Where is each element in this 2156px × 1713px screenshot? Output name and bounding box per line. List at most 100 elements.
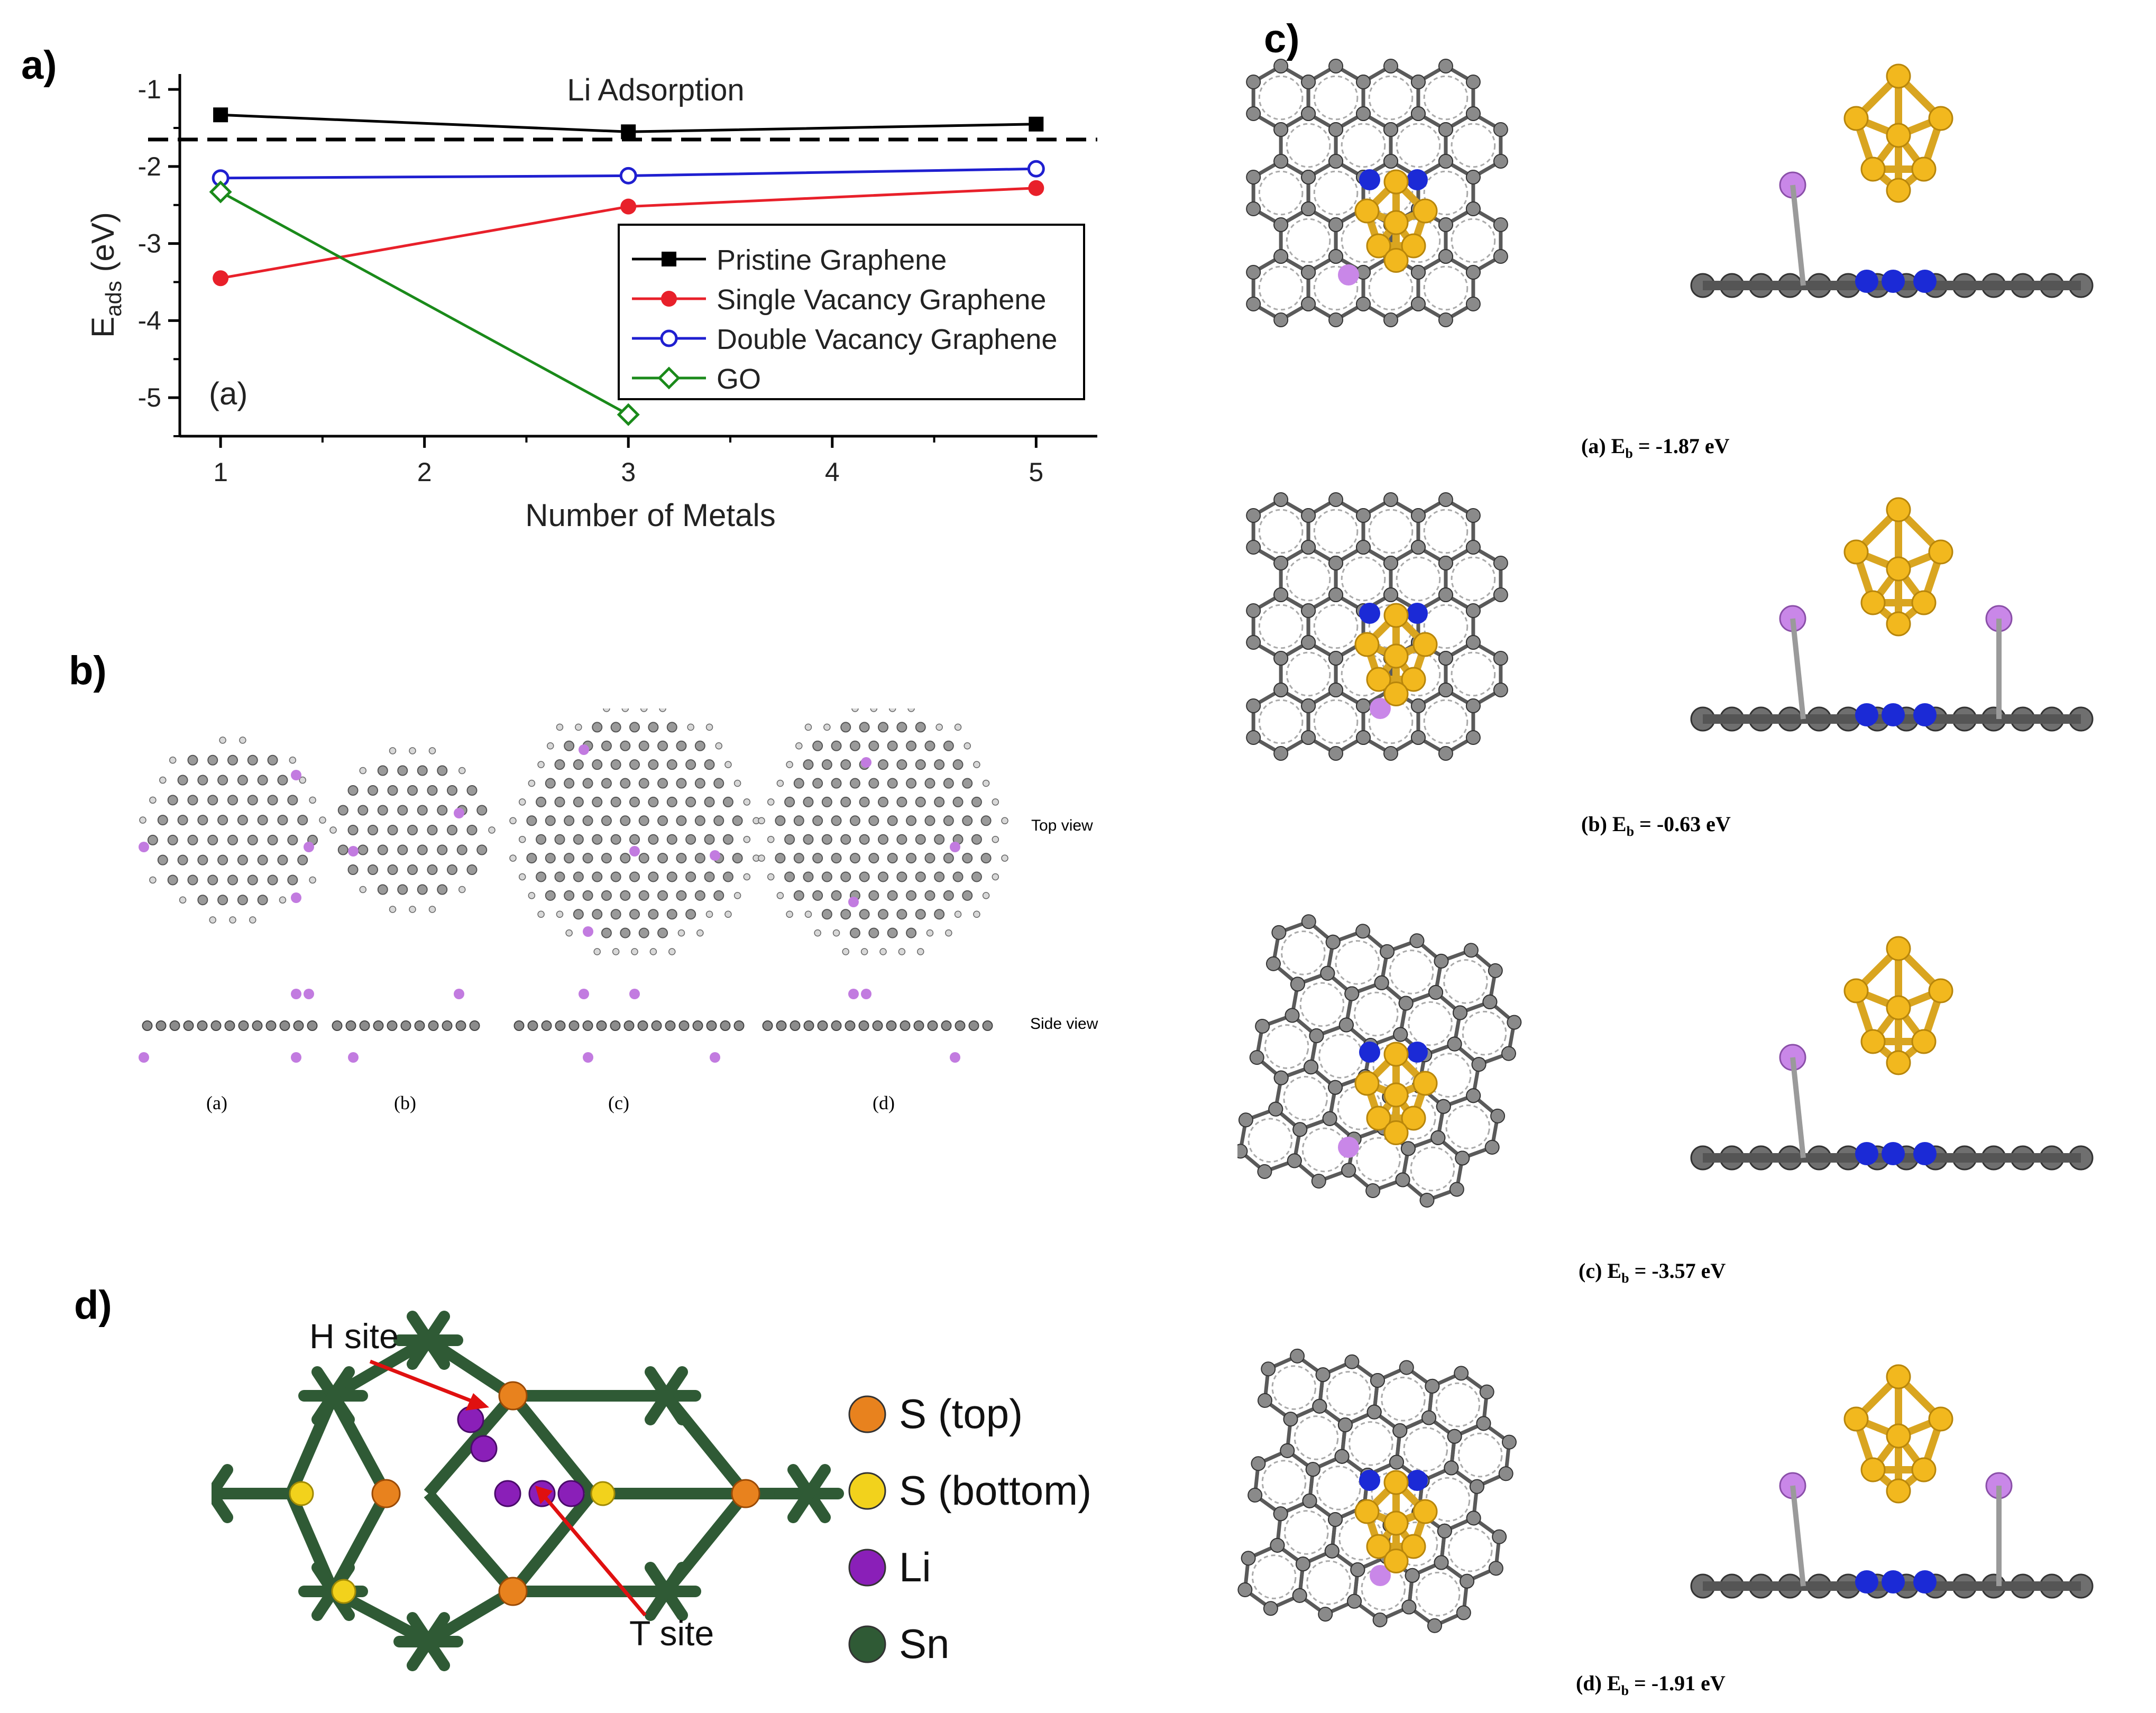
carbon-atom <box>849 778 860 789</box>
carbon-atom <box>1438 249 1453 264</box>
hydrogen-atom <box>1001 854 1008 862</box>
carbon-atom <box>638 815 649 826</box>
carbon-atom <box>971 834 982 845</box>
hydrogen-atom <box>758 817 765 825</box>
carbon-atom <box>1465 635 1481 650</box>
hydrogen-atom <box>743 835 751 843</box>
hydrogen-atom <box>389 906 397 913</box>
hydrogen-atom <box>139 816 146 824</box>
li-atom-top <box>710 850 720 861</box>
carbon-atom <box>943 815 954 826</box>
hydrogen-atom <box>677 929 685 937</box>
carbon-atom <box>793 853 804 864</box>
carbon-atom <box>287 874 298 886</box>
caption-c-c-e: E <box>1607 1259 1622 1283</box>
aromatic-ring <box>1353 991 1399 1037</box>
carbon-atom <box>915 834 926 845</box>
li-atom-top <box>139 842 149 852</box>
nitrogen-atom-side <box>1882 1570 1905 1594</box>
carbon-atom <box>217 854 228 865</box>
carbon-atom <box>1438 217 1453 232</box>
carbon-atom <box>943 853 954 864</box>
aromatic-ring <box>1396 123 1441 168</box>
sn-s-bond <box>508 1392 597 1497</box>
carbon-atom <box>849 853 860 864</box>
hydrogen-atom <box>518 835 526 843</box>
h-site-label: H site <box>309 1316 399 1356</box>
carbon-atom <box>1290 977 1305 992</box>
aromatic-ring <box>1316 1466 1361 1511</box>
aromatic-ring <box>1443 959 1488 1004</box>
side-atom <box>252 1020 263 1031</box>
y-axis-label-sub: ads <box>101 281 126 317</box>
carbon-atom <box>1273 1506 1288 1522</box>
carbon-atom <box>887 927 898 938</box>
carbon-atom <box>1273 249 1289 264</box>
h-site-arrow <box>369 1359 480 1406</box>
carbon-atom <box>227 795 238 806</box>
carbon-atom <box>915 722 926 733</box>
hydrogen-atom <box>705 910 713 918</box>
side-atom <box>831 1020 842 1031</box>
carbon-atom <box>906 927 917 938</box>
carbon-atom <box>906 853 917 864</box>
carbon-atom <box>347 825 359 835</box>
carbon-atom <box>1246 297 1261 311</box>
hydrogen-atom <box>565 929 573 937</box>
carbon-atom <box>1434 1555 1449 1570</box>
nitrogen-atom-side <box>1913 1570 1937 1594</box>
aromatic-ring <box>1423 265 1469 311</box>
hydrogen-atom <box>556 910 564 918</box>
carbon-atom <box>694 890 705 901</box>
carbon-atom <box>1434 953 1449 969</box>
carbon-atom <box>1246 170 1261 185</box>
data-point-s0-0 <box>213 107 228 123</box>
carbon-atom <box>915 871 926 882</box>
li-atom-side <box>583 1052 593 1063</box>
aromatic-ring <box>1251 1554 1297 1599</box>
legend-box <box>618 224 1085 400</box>
carbon-atom <box>1380 944 1395 959</box>
carbon-atom <box>1328 1080 1343 1095</box>
carbon-atom <box>1301 297 1316 311</box>
sn-atom <box>645 1562 688 1621</box>
carbon-atom <box>924 815 935 826</box>
carbon-atom <box>1493 651 1508 666</box>
carbon-atom <box>582 853 593 864</box>
carbon-atom <box>915 796 926 807</box>
carbon-atom <box>1309 1028 1324 1044</box>
hydrogen-atom <box>488 826 496 834</box>
carbon-atom <box>1305 1462 1320 1477</box>
gold-atom <box>1383 248 1409 273</box>
hydrogen-atom <box>898 948 906 955</box>
carbon-atom <box>1405 1568 1420 1583</box>
carbon-atom <box>247 834 258 845</box>
carbon-atom <box>247 795 258 806</box>
data-point-s0-2 <box>1029 116 1044 132</box>
gold-atom <box>1860 1457 1886 1482</box>
carbon-atom <box>704 834 715 845</box>
hydrogen-atom <box>786 910 793 918</box>
gold-atom <box>1401 1534 1426 1559</box>
carbon-atom <box>437 805 448 816</box>
carbon-atom <box>1263 1601 1278 1616</box>
gold-atom <box>1383 1120 1409 1145</box>
carbon-atom <box>466 825 478 835</box>
side-atom <box>527 1020 538 1031</box>
li-atom-side <box>454 989 464 999</box>
caption-c-c-value: = -3.57 eV <box>1629 1259 1726 1283</box>
carbon-atom <box>896 871 907 882</box>
carbon-atom <box>620 815 631 826</box>
carbon-atom <box>1261 1361 1276 1377</box>
carbon-atom <box>831 890 842 901</box>
carbon-atom <box>732 853 743 864</box>
li-atom-side <box>304 989 314 999</box>
t-site-label: T site <box>629 1614 714 1653</box>
hydrogen-atom <box>696 929 704 937</box>
carbon-atom <box>924 778 935 789</box>
hydrogen-atom <box>219 736 226 744</box>
gold-atom <box>1401 1106 1426 1131</box>
carbon-atom <box>1311 1173 1326 1189</box>
carbon-atom <box>1273 651 1289 666</box>
carbon-atom <box>1493 587 1508 602</box>
